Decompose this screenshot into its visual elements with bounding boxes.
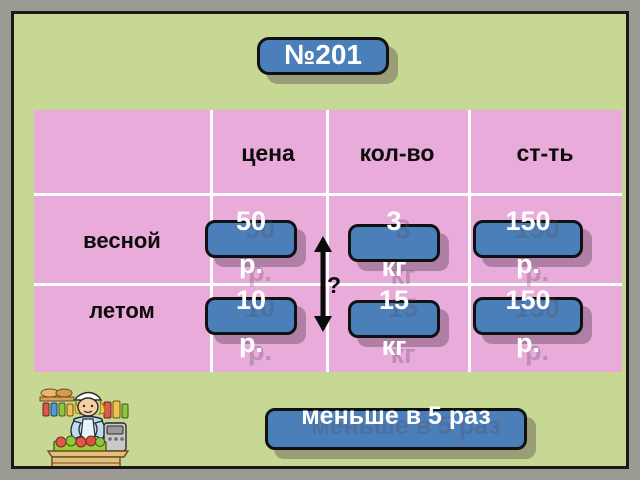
question-mark-label: ? bbox=[327, 272, 342, 298]
cell-button-spring-price[interactable] bbox=[205, 220, 297, 258]
table-header-quantity: кол-во bbox=[359, 140, 435, 166]
cell-button-spring-quantity[interactable] bbox=[348, 224, 440, 262]
cell-button-summer-cost[interactable] bbox=[473, 297, 583, 335]
shop-vendor-illustration bbox=[36, 379, 136, 466]
table-row-divider-2 bbox=[34, 283, 622, 286]
table-row-label-summer: летом bbox=[89, 298, 155, 323]
answer-button[interactable] bbox=[265, 408, 527, 450]
table-column-divider-3 bbox=[468, 110, 471, 372]
cell-button-summer-price[interactable] bbox=[205, 297, 297, 335]
double-headed-vertical-arrow-icon bbox=[314, 236, 332, 332]
table-column-divider-2 bbox=[326, 110, 329, 372]
title-button[interactable] bbox=[257, 37, 389, 75]
slide-canvas: №201 цена кол-во ст-ть весной летом 50 5… bbox=[14, 14, 626, 466]
table-header-price: цена bbox=[241, 140, 295, 166]
table-row-label-spring: весной bbox=[83, 228, 161, 253]
table-row-divider-1 bbox=[34, 193, 622, 196]
comparison-arrow bbox=[310, 236, 336, 332]
table-header-cost: ст-ть bbox=[516, 140, 574, 166]
cell-button-spring-cost[interactable] bbox=[473, 220, 583, 258]
cell-button-summer-quantity[interactable] bbox=[348, 300, 440, 338]
